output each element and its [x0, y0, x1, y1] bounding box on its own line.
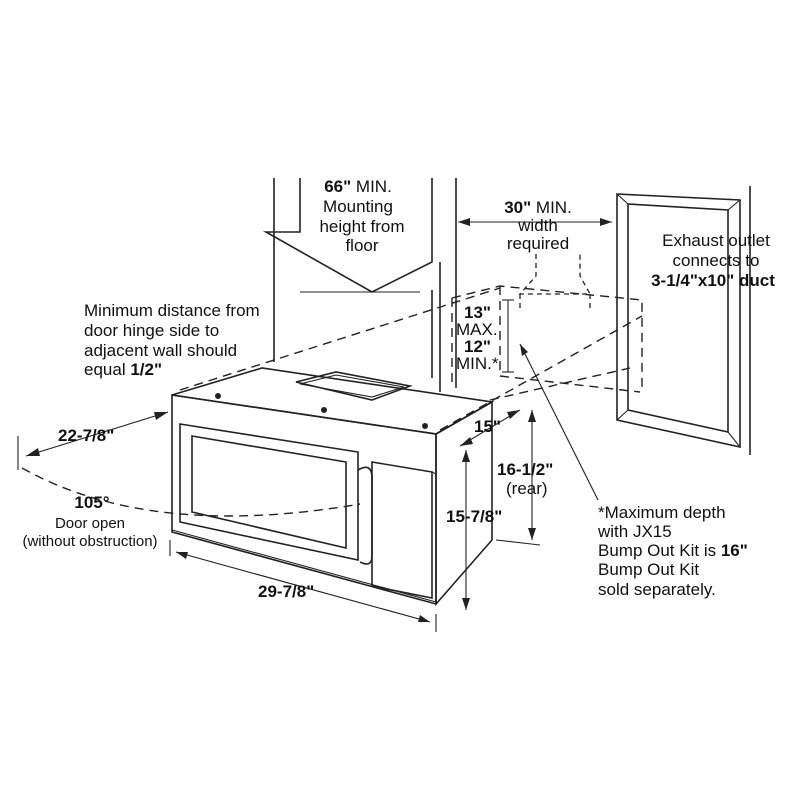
gap-max-label: MAX.: [456, 320, 498, 339]
exhaust-label-2: connects to: [673, 251, 760, 270]
bump-out-note-1: *Maximum depth: [598, 503, 726, 522]
wall-lines: [273, 178, 457, 392]
width-required-label-2: width: [517, 216, 558, 235]
wall-panel: [616, 186, 751, 455]
rear-height-value: 16-1/2": [497, 460, 553, 479]
bump-out-note-5: sold separately.: [598, 580, 716, 599]
hinge-note-4: equal 1/2": [84, 360, 162, 379]
front-height-value: 15-7/8": [446, 507, 502, 526]
exhaust-label-1: Exhaust outlet: [662, 231, 770, 250]
mounting-height-arrow: [262, 178, 433, 293]
door-depth-dimension: [17, 411, 169, 470]
hinge-note-2: door hinge side to: [84, 321, 219, 340]
width-value: 29-7/8": [258, 582, 314, 601]
door-swing: [21, 467, 361, 517]
bump-out-leader: [519, 343, 599, 501]
hinge-note-3: adjacent wall should: [84, 341, 237, 360]
cabinet-outline: [451, 254, 643, 393]
hinge-note-1: Minimum distance from: [84, 301, 260, 320]
width-required-label-1: 30" MIN.: [504, 198, 572, 217]
projection-lines: [179, 287, 643, 431]
width-required-label-3: required: [507, 234, 569, 253]
door-open-note: (without obstruction): [22, 533, 157, 550]
width-dimension: [169, 540, 437, 632]
bump-out-note-3: Bump Out Kit is 16": [598, 541, 748, 560]
door-open-angle: 105°: [74, 493, 109, 512]
gap-min-label: MIN.*: [456, 354, 499, 373]
width-dimension-line: [458, 218, 612, 226]
mounting-height-label-3: height from: [319, 217, 404, 236]
bump-out-note-4: Bump Out Kit: [598, 560, 699, 579]
depth-dimension: [459, 409, 521, 447]
gap-dimension: [502, 299, 514, 373]
door-open-label: Door open: [55, 515, 125, 532]
mounting-height-label-2: Mounting: [323, 197, 393, 216]
front-height-dimension: [462, 450, 470, 610]
bump-out-note-2: with JX15: [597, 522, 672, 541]
mounting-height-label-1: 66" MIN.: [324, 177, 392, 196]
rear-height-note: (rear): [506, 479, 548, 498]
exhaust-label-3: 3-1/4"x10" duct: [651, 271, 775, 290]
mounting-height-label-4: floor: [345, 236, 378, 255]
door-depth-value: 22-7/8": [58, 426, 114, 445]
rear-height-dimension: [495, 410, 541, 546]
gap-max-value: 13": [464, 303, 491, 322]
depth-value: 15": [474, 417, 501, 436]
gap-min-value: 12": [464, 337, 491, 356]
microwave: [171, 367, 495, 607]
